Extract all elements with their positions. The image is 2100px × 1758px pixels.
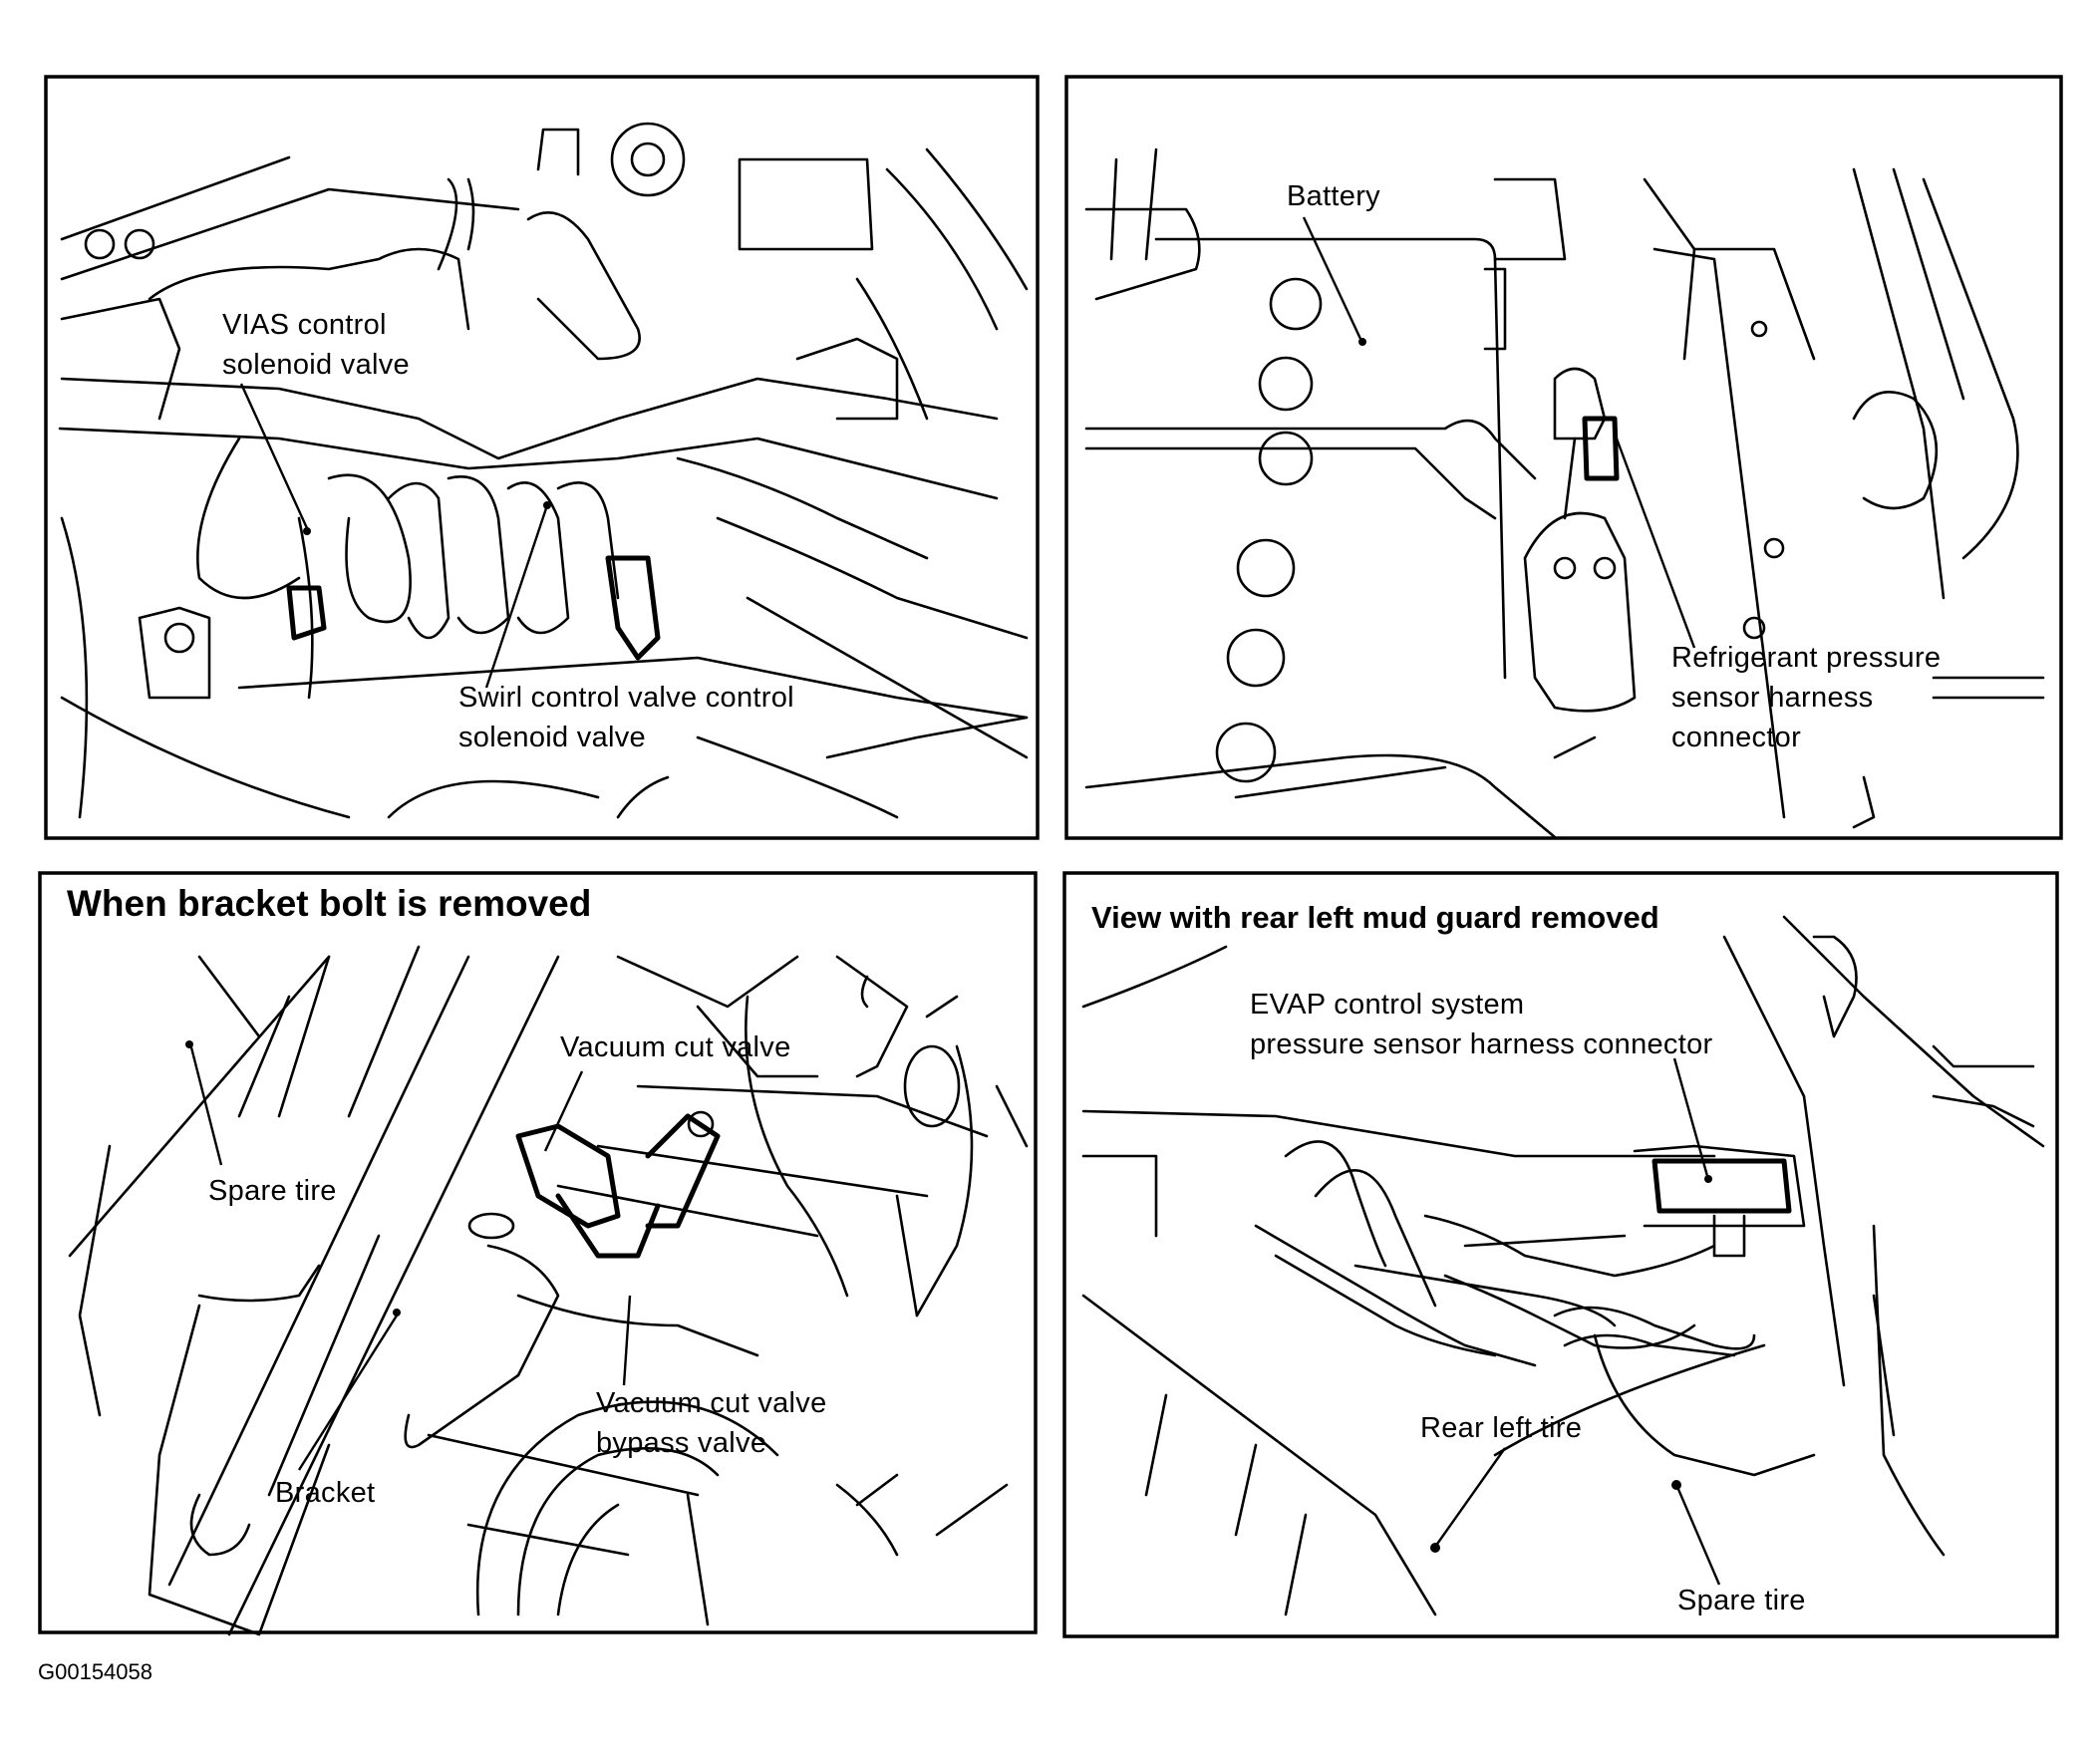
label-line: pressure sensor harness connector xyxy=(1250,1028,1713,1060)
leader-spare-tire-br xyxy=(1675,1486,1721,1586)
label-line: Vacuum cut valve xyxy=(560,1031,791,1063)
leader-rear-left-tire xyxy=(1434,1447,1506,1548)
label-line: EVAP control system xyxy=(1250,989,1525,1021)
label-line: connector xyxy=(1671,722,1802,753)
label-spare-tire-br: Spare tire xyxy=(1677,1581,1806,1620)
label-line: Bracket xyxy=(275,1477,376,1509)
label-line: Refrigerant pressure xyxy=(1671,642,1942,674)
leader-evap xyxy=(1672,1057,1709,1177)
label-vacuum-cut-valve-bypass: Vacuum cut valve bypass valve xyxy=(596,1383,827,1463)
bracket-view-illustration xyxy=(68,945,1029,1636)
panel-title-bracket-bolt: When bracket bolt is removed xyxy=(67,883,592,924)
leader-bypass-valve xyxy=(622,1295,632,1386)
label-line: bypass valve xyxy=(596,1427,767,1459)
label-line: Spare tire xyxy=(1677,1585,1806,1616)
label-refrigerant-pressure-sensor-connector: Refrigerant pressure sensor harness conn… xyxy=(1671,638,1941,757)
label-vacuum-cut-valve: Vacuum cut valve xyxy=(560,1027,791,1067)
label-line: solenoid valve xyxy=(458,722,646,753)
label-swirl-control-valve-solenoid: Swirl control valve control solenoid val… xyxy=(458,678,794,757)
panel-frame-top-right xyxy=(1064,75,2063,840)
leader-battery xyxy=(1302,216,1362,340)
label-line: sensor harness xyxy=(1671,682,1874,714)
label-line: Swirl control valve control xyxy=(458,682,794,714)
label-spare-tire-bl: Spare tire xyxy=(208,1171,337,1211)
panel-frame-top-left xyxy=(44,75,1040,840)
label-line: Spare tire xyxy=(208,1175,337,1207)
label-line: solenoid valve xyxy=(222,349,410,381)
mud-guard-view-illustration xyxy=(1081,915,2045,1616)
label-evap-pressure-sensor-connector: EVAP control system pressure sensor harn… xyxy=(1250,985,1712,1064)
label-line: Battery xyxy=(1287,180,1380,212)
figure-id: G00154058 xyxy=(38,1659,152,1684)
label-line: Vacuum cut valve xyxy=(596,1387,827,1419)
leader-swirl xyxy=(484,507,548,689)
label-battery: Battery xyxy=(1287,176,1380,216)
label-rear-left-tire: Rear left tire xyxy=(1420,1408,1582,1448)
panel-frame-bottom-right xyxy=(1062,871,2059,1638)
label-line: Rear left tire xyxy=(1420,1412,1583,1444)
panel-frame-bottom-left xyxy=(38,871,1038,1634)
label-line: VIAS control xyxy=(222,309,387,341)
leader-bracket xyxy=(297,1315,399,1471)
leader-vias xyxy=(239,383,309,529)
label-bracket: Bracket xyxy=(275,1473,375,1513)
leader-spare-tire-bl xyxy=(189,1046,223,1166)
battery-area-illustration xyxy=(1084,147,2045,839)
leader-refrigerant xyxy=(1615,438,1696,649)
engine-bay-illustration xyxy=(58,122,1029,819)
leader-vacuum-cut-valve xyxy=(543,1070,584,1152)
panel-title-mud-guard: View with rear left mud guard removed xyxy=(1091,900,1659,935)
label-vias-control-solenoid-valve: VIAS control solenoid valve xyxy=(222,305,410,385)
